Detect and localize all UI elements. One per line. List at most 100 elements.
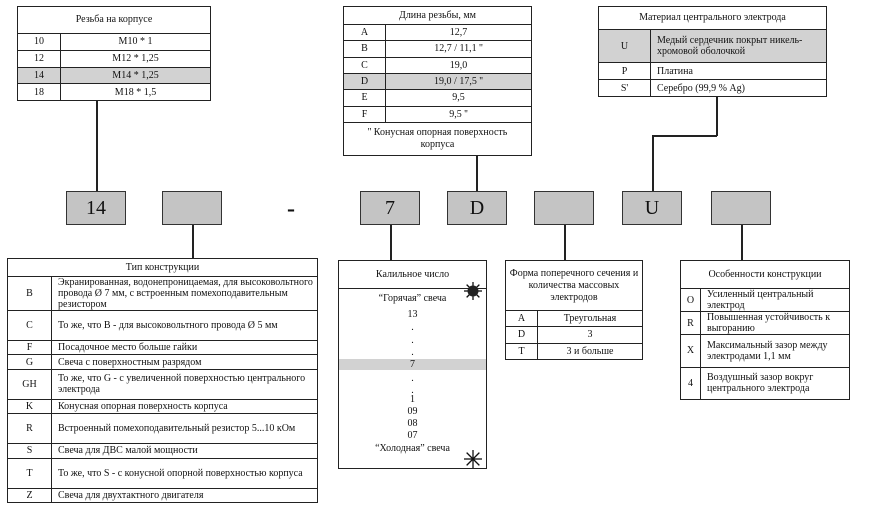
code-cell: F — [8, 341, 52, 355]
heat-rating-item: 1 — [410, 394, 415, 405]
description-cell: Усиленный центральный электрод — [707, 289, 814, 311]
code-cell: E — [344, 90, 386, 106]
description-cell: Воздушный зазор вокруг центрального элек… — [707, 372, 814, 395]
code-position-box: U — [622, 191, 682, 225]
description-cell: Треугольная — [563, 313, 617, 325]
electrode-shape-table: Форма поперечного сечения и количества м… — [505, 260, 643, 360]
code-cell: B — [344, 41, 386, 57]
heat-rating-item: . — [411, 335, 414, 346]
code-position-box: D — [447, 191, 507, 225]
length-row: B 12,7 / 11,1 '' — [344, 41, 531, 58]
code-cell: A — [506, 311, 538, 327]
code-cell: O — [681, 289, 701, 311]
connector-material-h — [652, 135, 717, 137]
code-position-box — [162, 191, 222, 225]
code-cell: T — [506, 343, 538, 359]
code-cell: U — [599, 30, 651, 62]
heat-rating-item: “Горячая” свеча — [378, 293, 447, 304]
description-cell: Максимальный зазор между электродами 1,1… — [707, 339, 828, 362]
code-cell: D — [506, 327, 538, 343]
code-cell: GH — [8, 369, 52, 399]
code-cell: A — [344, 25, 386, 41]
description-cell: 9,5 '' — [449, 108, 468, 120]
description-cell: M10 * 1 — [118, 36, 153, 48]
connector-type — [192, 225, 194, 259]
description-cell: Повышенная устойчивость к выгоранию — [707, 312, 831, 334]
connector-features — [741, 225, 743, 261]
heat-rating-item: 09 — [407, 406, 418, 417]
description-cell: 19,0 — [449, 59, 468, 71]
length-row: C 19,0 — [344, 57, 531, 74]
heat-rating-item: 13 — [407, 309, 418, 320]
type-row: Z Свеча для двухтактного двигателя — [8, 488, 317, 503]
heat-rating-item: . — [411, 385, 414, 396]
description-cell: Конусная опорная поверхность корпуса — [58, 401, 228, 412]
description-cell: 3 — [587, 329, 593, 341]
type-row: F Посадочное место больше гайки — [8, 341, 317, 356]
code-cell: R — [681, 312, 701, 334]
heat-rating-item: . — [411, 347, 414, 358]
code-cell: P — [599, 63, 651, 79]
code-cell: Z — [8, 488, 52, 503]
description-cell: Медый сердечник покрыт никель-хромовой о… — [657, 35, 803, 57]
code-position-box — [534, 191, 594, 225]
description-cell: 19,0 / 17,5 '' — [434, 76, 483, 88]
code-position-box: 14 — [66, 191, 126, 225]
description-cell: M14 * 1,25 — [112, 69, 159, 81]
length-row: F 9,5 '' — [344, 106, 531, 122]
material-row: S'Серебро (99,9 % Ag) — [599, 80, 826, 96]
features-title: Особенности конструкции — [681, 261, 849, 289]
code-position-box — [711, 191, 771, 225]
heat-rating-item: . — [411, 373, 414, 384]
description-cell: То же, что B - для высоковольтного прово… — [58, 320, 278, 332]
description-cell: Посадочное место больше гайки — [58, 342, 198, 354]
cold-star-icon — [464, 450, 482, 468]
code-cell: R — [8, 414, 52, 444]
description-cell: Экранированная, водонепроницаемая, для в… — [58, 277, 313, 310]
description-cell: Свеча для ДВС малой мощности — [58, 445, 198, 457]
heat-rating-item: 07 — [407, 430, 418, 441]
features-row: R Повышенная устойчивость к выгоранию — [681, 312, 849, 335]
separator-dash: - — [287, 196, 295, 222]
heat-rating-item: . — [411, 322, 414, 333]
connector-length — [476, 155, 478, 191]
code-cell: F — [344, 106, 386, 122]
description-cell: 3 и больше — [566, 345, 614, 357]
description-cell: Свеча для двухтактного двигателя — [58, 489, 204, 501]
description-cell: Свеча с поверхностным разрядом — [58, 356, 202, 368]
length-row: D 19,0 / 17,5 '' — [344, 73, 531, 91]
description-cell: 12,7 / 11,1 '' — [434, 43, 483, 55]
description-cell: Серебро (99,9 % Ag) — [657, 82, 745, 94]
description-cell: Встроенный помехоподавительный резистор … — [58, 423, 296, 435]
electrodes-title: Форма поперечного сечения и количества м… — [506, 261, 642, 311]
code-cell: 14 — [18, 67, 61, 84]
code-cell: 18 — [18, 84, 61, 100]
heat-rating-title: Калильное число — [339, 261, 486, 289]
material-title: Материал центрального электрода — [599, 7, 826, 30]
length-title: Длина резьбы, мм — [344, 7, 531, 25]
heat-rating-item: “Холодная” свеча — [375, 443, 450, 454]
electrodes-row: A Треугольная — [506, 311, 642, 328]
code-cell: C — [344, 57, 386, 73]
type-title: Тип конструкции — [8, 259, 317, 277]
code-cell: D — [344, 73, 386, 90]
description-cell: 12,7 — [449, 27, 468, 39]
hot-sun-icon — [464, 282, 482, 300]
connector-material-v — [652, 135, 654, 191]
